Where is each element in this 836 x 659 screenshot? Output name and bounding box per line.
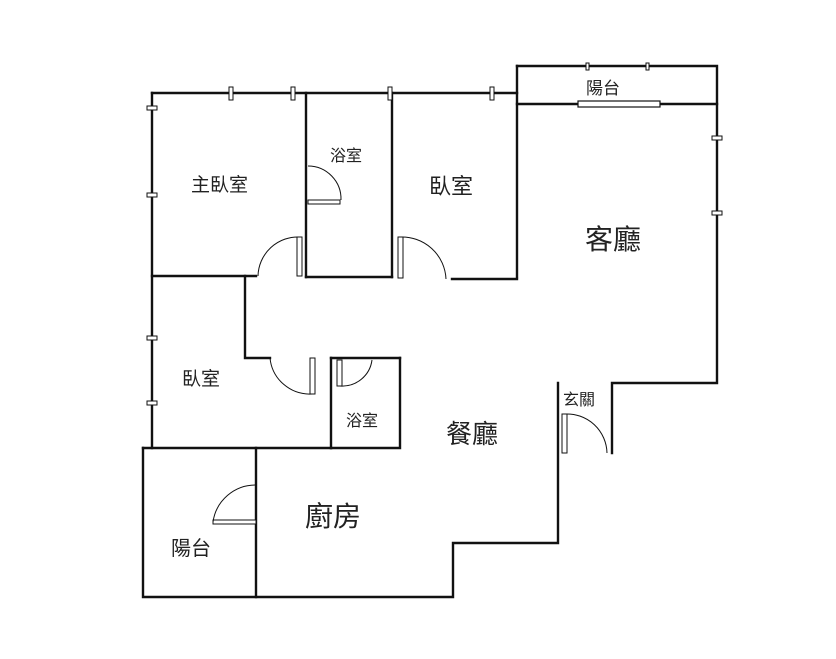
door-entrance	[561, 413, 608, 454]
label-balcony-top: 陽台	[586, 79, 620, 99]
door-bath-mid	[336, 359, 373, 387]
door-balcony-bottom	[212, 484, 257, 525]
window-markers	[146, 62, 723, 406]
label-bedroom-left: 臥室	[182, 368, 220, 390]
label-entrance: 玄關	[563, 390, 595, 409]
label-master-bedroom: 主臥室	[191, 174, 248, 196]
label-bath-mid: 浴室	[346, 411, 378, 430]
label-bath-top: 浴室	[330, 146, 362, 165]
label-kitchen: 廚房	[305, 500, 361, 533]
label-bedroom-top: 臥室	[429, 175, 473, 200]
door-bedroom-top	[397, 236, 447, 280]
door-master-bedroom	[257, 236, 303, 277]
door-bedroom-left	[269, 357, 316, 395]
door-bath-top	[307, 165, 342, 205]
outer-walls	[141, 64, 719, 599]
label-balcony-bottom: 陽台	[171, 536, 211, 560]
label-dining-room: 餐廳	[446, 420, 498, 450]
label-living-room: 客廳	[585, 223, 641, 256]
